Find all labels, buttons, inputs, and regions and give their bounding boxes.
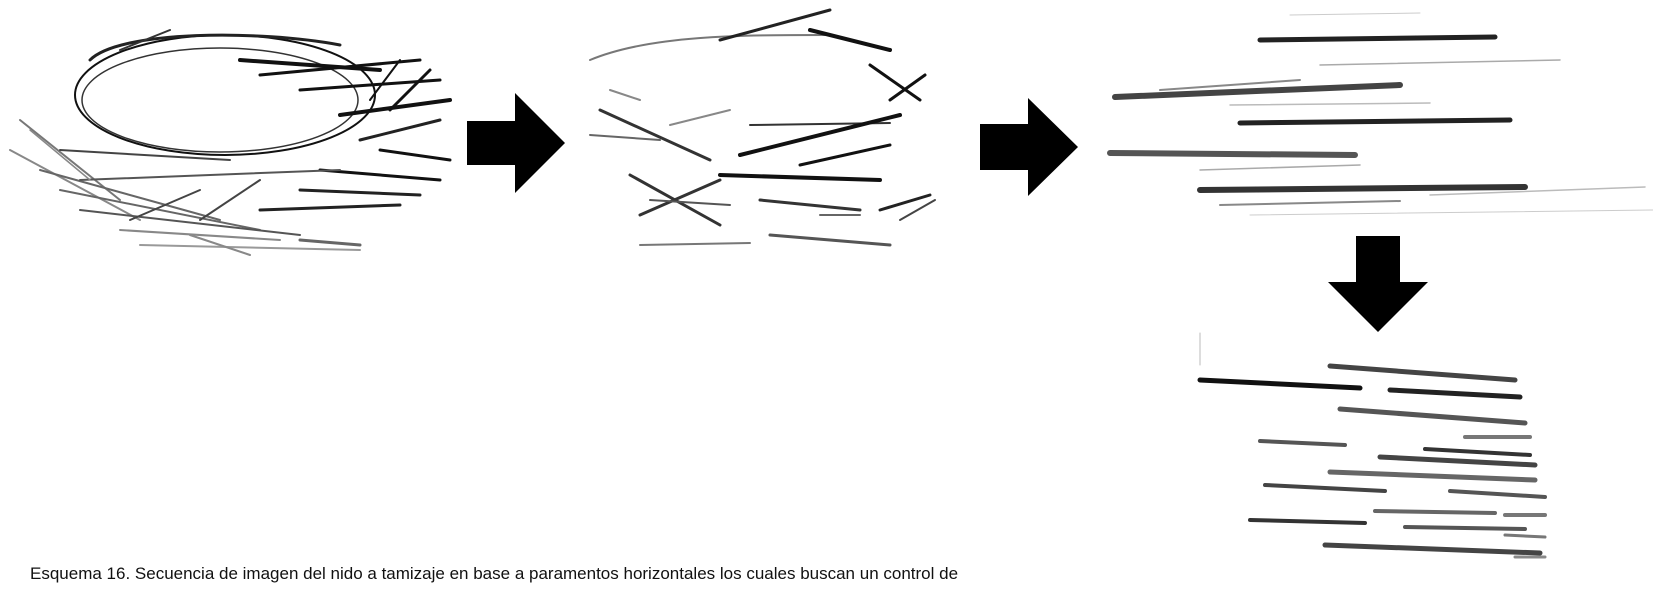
arrow-right-icon — [980, 98, 1080, 196]
arrow-down-icon — [1328, 236, 1428, 332]
sifted-grid-sketch — [1195, 325, 1550, 565]
figure-caption: Esquema 16. Secuencia de imagen del nido… — [30, 565, 958, 582]
loosened-strokes-sketch — [580, 5, 950, 265]
horizontal-strokes-sketch — [1100, 5, 1653, 225]
nest-sketch — [0, 20, 470, 270]
arrow-right-icon — [467, 93, 567, 193]
